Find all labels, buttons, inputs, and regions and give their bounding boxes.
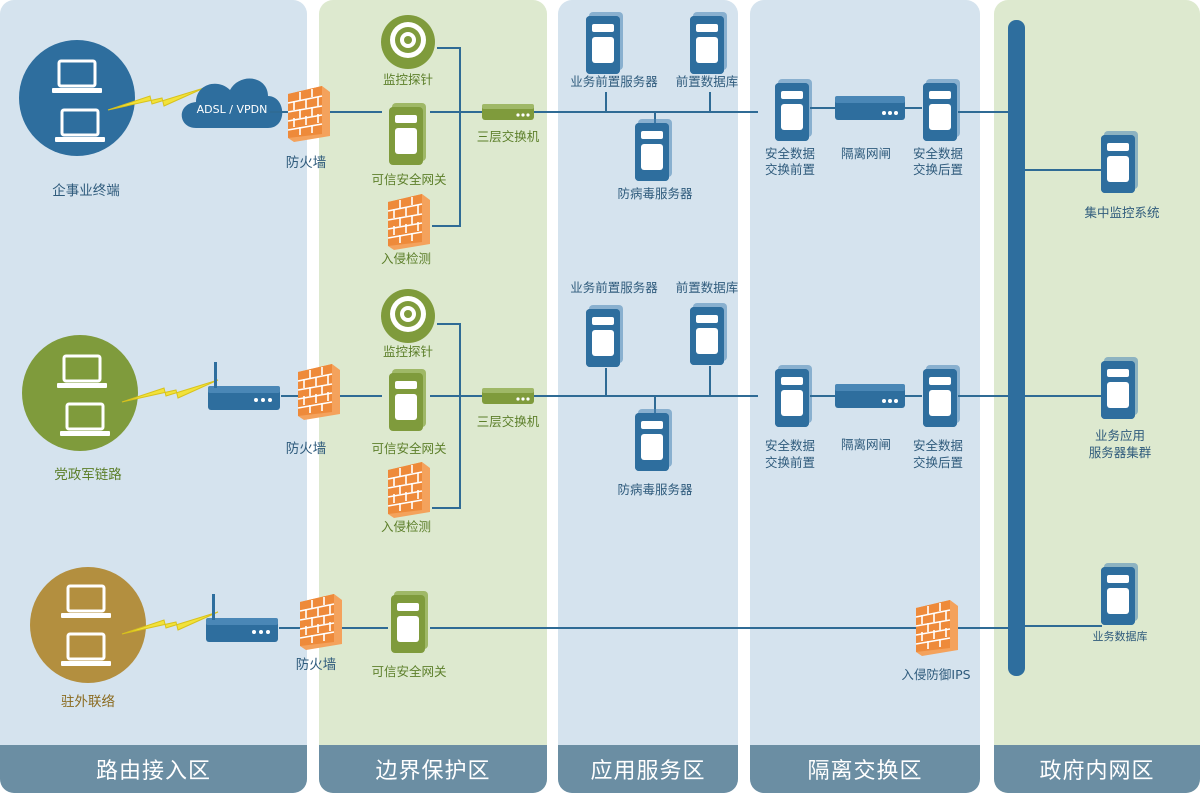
exchange-back-icon bbox=[923, 79, 960, 141]
front-db-icon bbox=[690, 12, 727, 74]
zone-label-app-service: 应用服务区 bbox=[558, 745, 738, 793]
app-server-cluster-icon bbox=[1101, 357, 1138, 419]
label-ex-back-1a: 安全数据 bbox=[913, 146, 963, 161]
front-db-icon bbox=[690, 303, 727, 365]
label-monitor-probe-2: 监控探针 bbox=[383, 344, 433, 359]
label-firewall-1: 防火墙 bbox=[286, 155, 327, 171]
l3-switch-icon bbox=[482, 104, 534, 120]
label-ex-back-2b: 交换后置 bbox=[913, 455, 963, 470]
label-biz-database: 业务数据库 bbox=[1093, 629, 1148, 643]
label-gateway-3: 可信安全网关 bbox=[371, 664, 446, 679]
zone-label-border-protection: 边界保护区 bbox=[319, 745, 547, 793]
biz-server-icon bbox=[586, 12, 623, 74]
label-ids-2: 入侵检测 bbox=[381, 519, 431, 534]
label-firewall-3: 防火墙 bbox=[296, 657, 337, 673]
label-biz-server-1: 业务前置服务器 bbox=[570, 74, 658, 89]
label-ips: 入侵防御IPS bbox=[901, 667, 970, 682]
label-ex-back-2a: 安全数据 bbox=[913, 438, 963, 453]
av-server-icon bbox=[635, 119, 672, 181]
label-party-link-terminal: 党政军链路 bbox=[54, 467, 122, 483]
modem-icon bbox=[208, 362, 280, 410]
terminal-circle-party-link bbox=[22, 335, 138, 451]
label-monitor-probe-1: 监控探针 bbox=[383, 72, 433, 87]
label-av-server-2: 防病毒服务器 bbox=[617, 482, 693, 497]
label-app-cluster-b: 服务器集群 bbox=[1089, 445, 1152, 460]
firewall-icon bbox=[297, 363, 341, 421]
label-ex-front-1a: 安全数据 bbox=[765, 146, 815, 161]
exchange-back-icon bbox=[923, 365, 960, 427]
gateway-server-icon bbox=[389, 103, 426, 165]
terminal-circle-enterprise bbox=[19, 40, 135, 156]
isolation-gap-icon bbox=[835, 384, 905, 408]
gateway-server-icon bbox=[391, 591, 428, 653]
label-switch-1: 三层交换机 bbox=[477, 129, 540, 144]
label-ids-1: 入侵检测 bbox=[381, 251, 431, 266]
label-switch-2: 三层交换机 bbox=[477, 414, 540, 429]
modem-icon bbox=[206, 594, 278, 642]
label-enterprise-terminal: 企事业终端 bbox=[52, 182, 120, 199]
intranet-backbone bbox=[1008, 20, 1025, 676]
monitor-probe-icon bbox=[381, 15, 435, 69]
label-ex-front-1b: 交换前置 bbox=[765, 162, 815, 177]
biz-server-icon bbox=[586, 305, 623, 367]
label-cloud: ADSL / VPDN bbox=[197, 103, 268, 116]
terminal-circle-overseas bbox=[30, 567, 146, 683]
gateway-server-icon bbox=[389, 369, 426, 431]
label-ex-back-1b: 交换后置 bbox=[913, 162, 963, 177]
firewall-icon bbox=[299, 593, 343, 651]
label-gap-1: 隔离网闸 bbox=[841, 146, 891, 161]
ids-firewall-icon bbox=[387, 193, 431, 251]
isolation-gap-icon bbox=[835, 96, 905, 120]
label-front-db-2: 前置数据库 bbox=[676, 280, 739, 295]
label-gateway-1: 可信安全网关 bbox=[371, 172, 446, 187]
label-overseas-terminal: 驻外联络 bbox=[61, 694, 115, 710]
label-av-server-1: 防病毒服务器 bbox=[617, 186, 693, 201]
cloud-icon bbox=[181, 78, 283, 128]
firewall-icon bbox=[287, 85, 331, 143]
exchange-front-icon bbox=[775, 79, 812, 141]
exchange-front-icon bbox=[775, 365, 812, 427]
zone-label-routing-access: 路由接入区 bbox=[0, 745, 307, 793]
av-server-icon bbox=[635, 409, 672, 471]
label-gateway-2: 可信安全网关 bbox=[371, 441, 446, 456]
biz-database-icon bbox=[1101, 563, 1138, 625]
label-ex-front-2b: 交换前置 bbox=[765, 455, 815, 470]
ids-firewall-icon bbox=[387, 461, 431, 519]
label-central-monitor: 集中监控系统 bbox=[1084, 205, 1159, 220]
label-ex-front-2a: 安全数据 bbox=[765, 438, 815, 453]
zone-label-gov-intranet: 政府内网区 bbox=[994, 745, 1200, 793]
l3-switch-icon bbox=[482, 388, 534, 404]
label-app-cluster-a: 业务应用 bbox=[1095, 428, 1145, 443]
monitor-probe-icon bbox=[381, 289, 435, 343]
label-firewall-2: 防火墙 bbox=[286, 441, 327, 457]
label-biz-server-2: 业务前置服务器 bbox=[570, 280, 658, 295]
zone-label-isolation-exchange: 隔离交换区 bbox=[750, 745, 980, 793]
ips-firewall-icon bbox=[915, 599, 959, 657]
label-front-db-1: 前置数据库 bbox=[676, 74, 739, 89]
central-monitor-server-icon bbox=[1101, 131, 1138, 193]
label-gap-2: 隔离网闸 bbox=[841, 437, 891, 452]
